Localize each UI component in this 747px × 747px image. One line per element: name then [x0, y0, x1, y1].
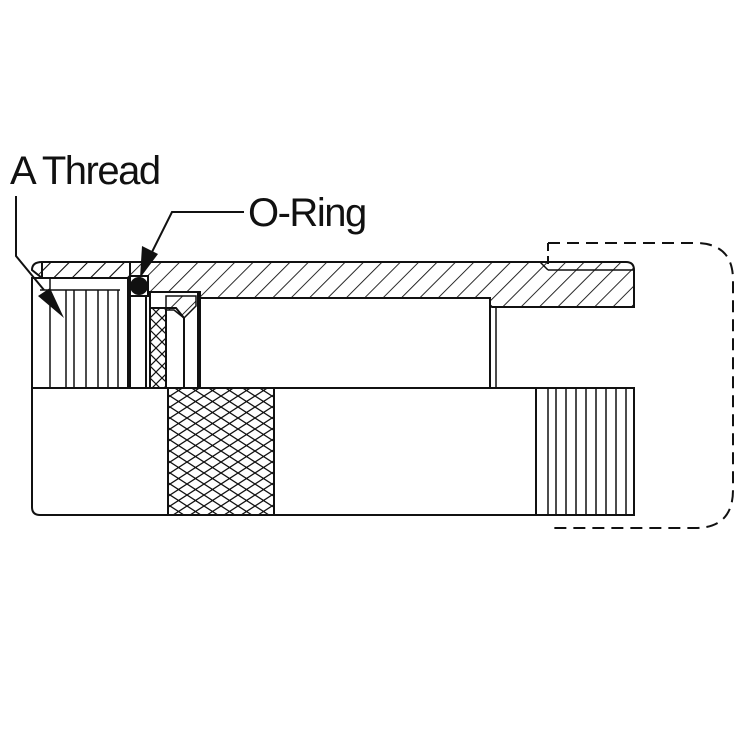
oring-leader-line	[149, 211, 244, 257]
shell-step-line	[539, 261, 549, 271]
seal-insert	[149, 299, 167, 389]
oring-callout-label: O-Ring	[248, 191, 366, 235]
inner-sleeve	[129, 284, 147, 389]
seal-retainer-hatch	[165, 295, 197, 320]
oring-arrowhead	[140, 246, 158, 278]
thread-arrowhead	[38, 288, 64, 318]
thread-end-lip	[30, 261, 131, 279]
oring	[130, 277, 148, 295]
knurled-grip	[167, 387, 275, 516]
spline-grip	[535, 387, 635, 516]
mating-part-dashed-outline	[548, 242, 734, 529]
thread-callout-label: A Thread	[10, 149, 160, 193]
inner-bore	[199, 297, 491, 389]
thread-leader-line	[15, 196, 45, 291]
